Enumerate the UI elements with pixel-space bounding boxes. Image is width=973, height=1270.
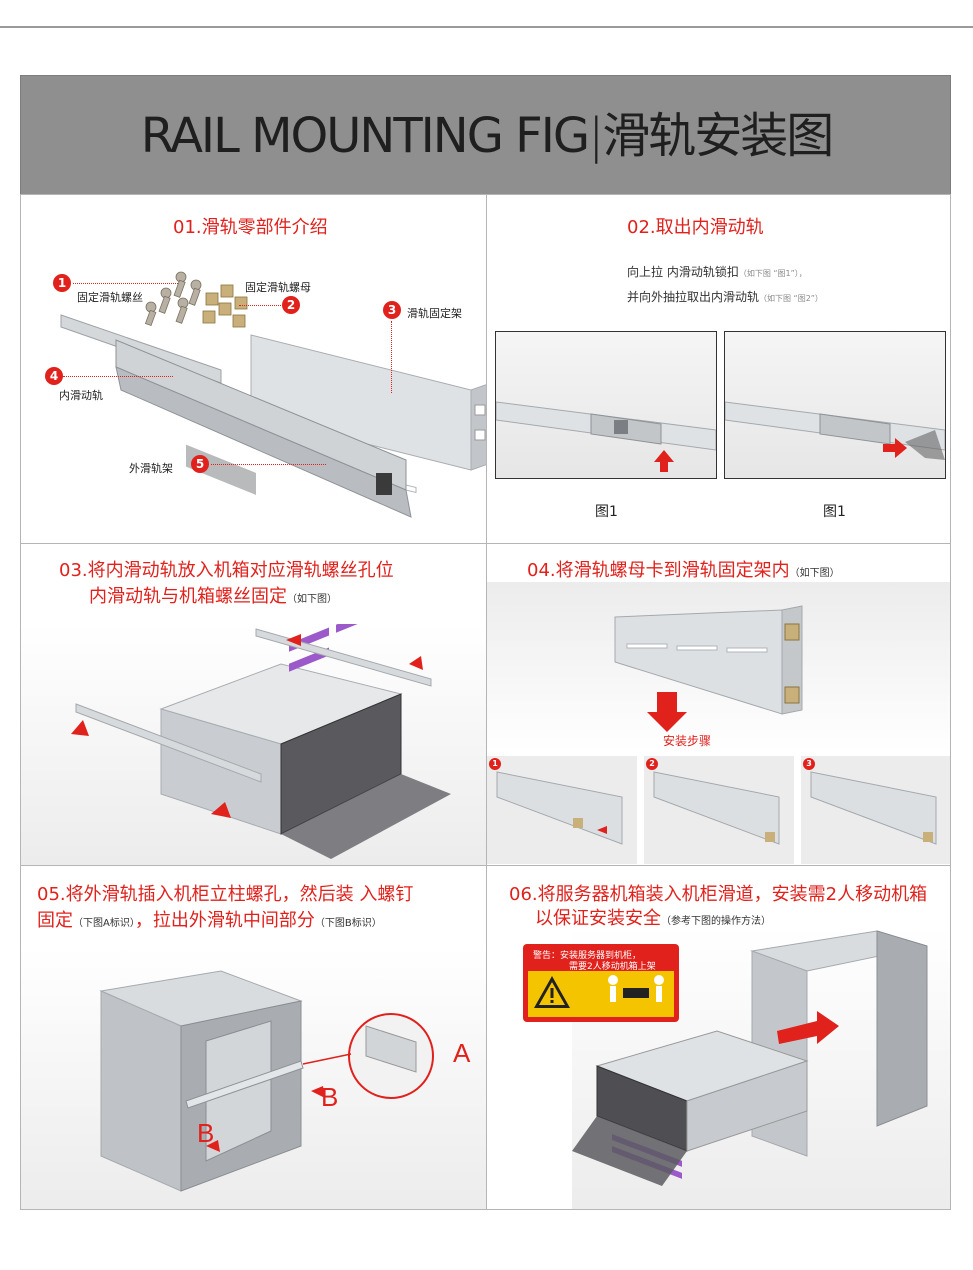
substep-badge-2: 2 <box>646 758 658 770</box>
step5-title-line1: 05.将外滑轨插入机柜立柱螺孔，然后装 入螺钉 <box>37 884 414 905</box>
part-leader-3 <box>391 321 392 393</box>
steps-grid: 01.滑轨零部件介绍 <box>20 194 951 1210</box>
step6-title-line2-text: 以保证安装安全 <box>535 908 661 929</box>
part-badge-2: 2 <box>282 296 300 314</box>
part-badge-5: 5 <box>191 455 209 473</box>
cabinet-rail-illustration <box>21 946 486 1209</box>
grid-divider-2 <box>21 865 950 866</box>
part-label-2: 固定滑轨螺母 <box>245 281 311 294</box>
step4-title: 04.将滑轨螺母卡到滑轨固定架内（如下图） <box>527 556 840 582</box>
step5-note-b: （下图B标识） <box>314 918 382 929</box>
step1-title: 01.滑轨零部件介绍 <box>173 217 328 238</box>
step2-instruction-2: 并向外抽拉取出内滑动轨（如下图 “图2”） <box>627 288 823 305</box>
step5-title-line2: 固定（下图A标识），拉出外滑轨中间部分（下图B标识） <box>37 906 382 932</box>
step2-instruction-1-text: 向上拉 内滑动轨锁扣 <box>627 265 739 279</box>
step2-instruction-2-note: （如下图 “图2”） <box>759 294 823 303</box>
part-leader-1 <box>73 283 178 284</box>
step6-title-line2: 以保证安装安全（参考下图的操作方法） <box>535 904 771 930</box>
warning-text-1: 警告：安装服务器到机柜， <box>533 951 642 961</box>
step5-title-fix: 固定 <box>37 910 73 931</box>
part-leader-2 <box>239 305 281 306</box>
step3-panel: 03.将内滑动轨放入机箱对应滑轨螺丝孔位 内滑动轨与机箱螺丝固定（如下图） <box>21 544 486 865</box>
grid-divider-1 <box>21 543 950 544</box>
step3-note: （如下图） <box>287 594 337 605</box>
step6-panel: 06.将服务器机箱装入机柜滑道，安装需2人移动机箱 以保证安装安全（参考下图的操… <box>487 866 950 1209</box>
step1-panel: 01.滑轨零部件介绍 <box>21 195 486 543</box>
step2-instruction-1-note: （如下图 “图1”）， <box>738 269 807 278</box>
title-english: RAIL MOUNTING FIG <box>140 108 590 164</box>
warning-text-2: 需要2人移动机箱上架 <box>569 962 656 972</box>
step4-title-text: 04.将滑轨螺母卡到滑轨固定架内 <box>527 560 790 581</box>
step6-title-line1: 06.将服务器机箱装入机柜滑道，安装需2人移动机箱 <box>509 884 928 905</box>
top-divider <box>0 26 973 28</box>
part-leader-4 <box>63 376 173 377</box>
step5-note-a: （下图A标识） <box>73 918 135 929</box>
rail-parts-illustration <box>60 271 486 518</box>
step2-instruction-2-text: 并向外抽拉取出内滑动轨 <box>627 290 760 304</box>
title-chinese: 滑轨安装图 <box>602 108 834 164</box>
step2-figure-2 <box>724 331 946 479</box>
part-badge-3: 3 <box>383 301 401 319</box>
warning-sign: 警告：安装服务器到机柜， 需要2人移动机箱上架 <box>523 944 679 1022</box>
part-badge-1: 1 <box>53 274 71 292</box>
chassis-rail-illustration <box>21 624 486 865</box>
part-leader-5 <box>211 464 326 465</box>
marker-a: A <box>453 1038 471 1068</box>
grid-vertical-divider <box>486 195 487 1209</box>
step2-caption-1: 图1 <box>595 504 618 520</box>
page-title: RAIL MOUNTING FIG|滑轨安装图 <box>21 76 952 196</box>
warning-triangle-icon <box>534 976 570 1008</box>
step2-instruction-1: 向上拉 内滑动轨锁扣（如下图 “图1”）， <box>627 263 807 280</box>
rail-lock-figure-2 <box>724 401 946 460</box>
part-label-5: 外滑轨架 <box>129 462 173 475</box>
substep-badge-3: 3 <box>803 758 815 770</box>
step4-panel: 04.将滑轨螺母卡到滑轨固定架内（如下图） <box>487 544 950 865</box>
warning-header <box>528 949 674 971</box>
part-badge-4: 4 <box>45 367 63 385</box>
install-steps-label: 安装步骤 <box>663 734 712 748</box>
step6-note: （参考下图的操作方法） <box>661 916 771 927</box>
two-person-carry-icon <box>608 975 664 1002</box>
step5-panel: 05.将外滑轨插入机柜立柱螺孔，然后装 入螺钉 固定（下图A标识），拉出外滑轨中… <box>21 866 486 1209</box>
step2-figure-1 <box>495 331 717 479</box>
step3-title-line2-text: 内滑动轨与机箱螺丝固定 <box>89 586 287 607</box>
title-divider: | <box>588 108 604 164</box>
step3-title-line2: 内滑动轨与机箱螺丝固定（如下图） <box>89 582 337 608</box>
bracket-nut-illustration <box>487 582 950 864</box>
title-banner: RAIL MOUNTING FIG|滑轨安装图 <box>20 75 951 195</box>
step2-panel: 02.取出内滑动轨 向上拉 内滑动轨锁扣（如下图 “图1”）， 并向外抽拉取出内… <box>487 195 950 543</box>
part-label-4: 内滑动轨 <box>59 389 103 402</box>
step2-caption-2: 图1 <box>823 504 846 520</box>
substep-badge-1: 1 <box>489 758 501 770</box>
step5-title-pull: ，拉出外滑轨中间部分 <box>134 910 315 931</box>
part-label-1: 固定滑轨螺丝 <box>77 291 143 304</box>
marker-b-left: B <box>197 1118 215 1148</box>
marker-b-right: B <box>321 1082 339 1112</box>
step4-note: （如下图） <box>789 568 840 579</box>
step3-title-line1: 03.将内滑动轨放入机箱对应滑轨螺丝孔位 <box>59 560 394 581</box>
step2-title: 02.取出内滑动轨 <box>627 217 764 238</box>
rail-lock-figure-1 <box>495 401 717 472</box>
part-label-3: 滑轨固定架 <box>407 307 462 320</box>
